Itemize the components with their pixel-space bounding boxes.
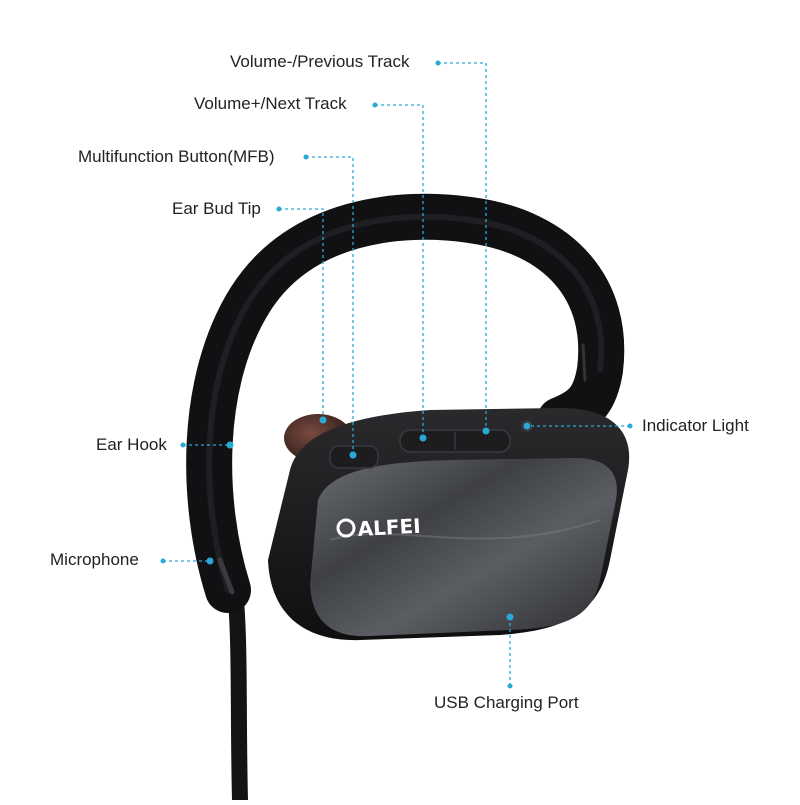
leader-volume-plus-start-dot [372, 102, 378, 108]
leader-usb-port-end-dot [506, 613, 514, 621]
leader-mfb-end-dot [349, 451, 357, 459]
shell-face [310, 458, 617, 637]
leader-volume-plus-end-dot [419, 434, 427, 442]
brand-logo-text: ALFEI [357, 514, 421, 541]
leader-mfb [306, 156, 354, 455]
label-volume-minus-previous-track: Volume-/Previous Track [230, 52, 410, 71]
leader-indicator-start-dot [627, 423, 633, 429]
label-microphone: Microphone [50, 550, 139, 569]
label-usb-charging-port: USB Charging Port [434, 693, 579, 712]
label-ear-hook: Ear Hook [96, 435, 167, 454]
cable [228, 592, 248, 805]
microphone-slot [217, 557, 235, 595]
leader-ear-hook-start-dot [180, 442, 186, 448]
leader-usb-port-start-dot [507, 683, 513, 689]
leader-volume-minus [438, 62, 487, 431]
leader-microphone-start-dot [160, 558, 166, 564]
leader-ear-bud-tip [279, 208, 324, 420]
logo-c-icon [336, 518, 356, 538]
leader-mfb-start-dot [303, 154, 309, 160]
leader-volume-minus-end-dot [482, 427, 490, 435]
leader-volume-plus [375, 104, 424, 438]
leader-lines [160, 60, 633, 689]
leader-indicator-end-dot [523, 422, 531, 430]
leader-ear-bud-tip-start-dot [276, 206, 282, 212]
label-multifunction-button: Multifunction Button(MFB) [78, 147, 275, 166]
leader-ear-hook-end-dot [226, 441, 234, 449]
label-indicator-light: Indicator Light [642, 416, 749, 435]
leader-ear-bud-tip-end-dot [319, 416, 327, 424]
leader-microphone-end-dot [206, 557, 214, 565]
label-ear-bud-tip: Ear Bud Tip [172, 199, 261, 218]
label-volume-plus-next-track: Volume+/Next Track [194, 94, 347, 113]
leader-volume-minus-start-dot [435, 60, 441, 66]
